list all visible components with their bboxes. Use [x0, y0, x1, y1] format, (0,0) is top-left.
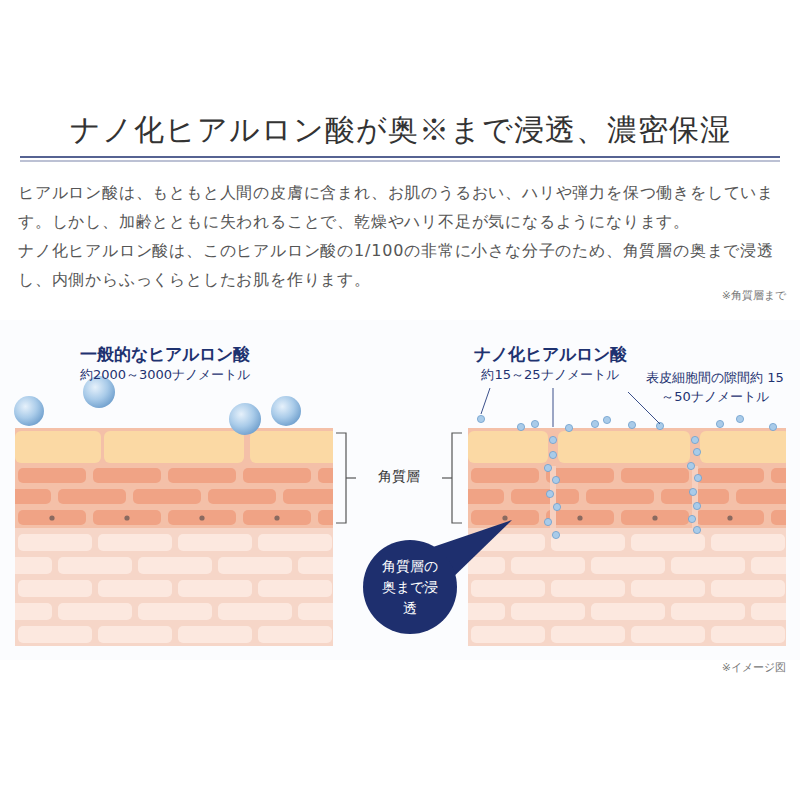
- skin-left: [15, 428, 333, 646]
- hyaluronic-large: [14, 376, 301, 435]
- leader-line: [481, 388, 660, 427]
- layer-label: 角質層: [356, 468, 442, 486]
- callout-circle: 角質層の 奥まで浸透: [363, 540, 457, 634]
- size-label: 約15～25ナノメートル: [440, 366, 660, 384]
- title-rule: [20, 156, 780, 158]
- callout-text: 角質層の 奥まで浸透: [378, 556, 442, 619]
- note: ※イメージ図: [722, 660, 786, 675]
- bracket: [336, 433, 462, 523]
- size-label: 約2000～3000ナノメートル: [30, 366, 300, 384]
- heading-label: ナノ化ヒアルロン酸: [440, 343, 660, 366]
- footnote: ※角質層まで: [722, 288, 786, 303]
- ground: [0, 320, 800, 660]
- hyaluronic-nano: [477, 415, 776, 538]
- gap-label: 表皮細胞間の隙間約 15～50ナノメートル: [640, 368, 790, 406]
- skin-right: [468, 428, 786, 646]
- body-text: ナノ化ヒアルロン酸は、このヒアルロン酸の1/100の非常に小さな分子のため、角質…: [18, 236, 784, 294]
- title: ナノ化ヒアルロン酸が奥※まで浸透、濃密保湿: [0, 110, 800, 151]
- title-rule: [20, 161, 780, 162]
- heading-label: 一般的なヒアルロン酸: [30, 343, 300, 366]
- body-text: ヒアルロン酸は、もともと人間の皮膚に含まれ、お肌のうるおい、ハリや弾力を保つ働き…: [18, 178, 784, 236]
